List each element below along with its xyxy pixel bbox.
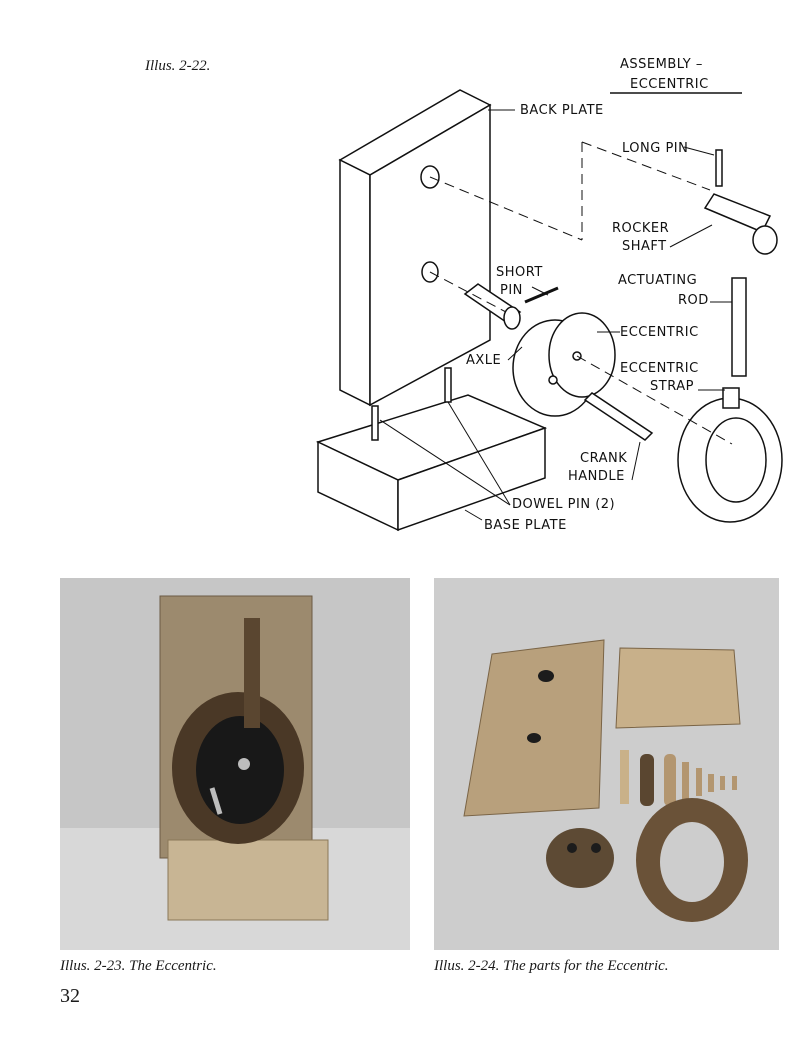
dowel-pin-2	[444, 367, 452, 403]
label-short-pin-2: PIN	[500, 283, 523, 298]
strap-boss	[722, 387, 740, 409]
drawing-title-line1: ASSEMBLY –	[620, 57, 703, 72]
label-base-plate: BASE PLATE	[484, 518, 567, 533]
illustration-label: Illus. 2-22.	[145, 58, 211, 74]
label-rocker-shaft-1: ROCKER	[612, 221, 669, 236]
eccentric-face	[548, 312, 616, 398]
label-axle: AXLE	[466, 353, 501, 368]
eccentric-hole-2	[548, 375, 558, 385]
label-actuating-rod-2: ROD	[678, 293, 709, 308]
back-plate-face	[369, 103, 491, 407]
axle-end	[503, 306, 521, 330]
caption-eccentric-parts: Illus. 2-24. The parts for the Eccentric…	[434, 958, 669, 974]
dowel-pin-1	[371, 405, 379, 441]
label-back-plate: BACK PLATE	[520, 103, 604, 118]
page-number: 32	[60, 985, 80, 1007]
short-pin	[524, 286, 559, 304]
back-plate-side	[339, 158, 371, 407]
parts-photo	[434, 578, 779, 950]
drawing-title-line2: ECCENTRIC	[630, 77, 709, 92]
rocker-shaft-body	[703, 193, 772, 233]
caption-eccentric: Illus. 2-23. The Eccentric.	[60, 958, 217, 974]
crank-handle	[583, 392, 654, 441]
label-eccentric-strap-2: STRAP	[650, 379, 694, 394]
drawing-labels: ASSEMBLY – ECCENTRIC BACK PLATE LONG PIN…	[466, 57, 709, 533]
eccentric-photo	[60, 578, 410, 950]
base-plate-side	[397, 426, 546, 532]
eccentric-strap-inner	[705, 417, 767, 503]
rocker-shaft-end	[752, 225, 778, 255]
label-long-pin: LONG PIN	[622, 141, 688, 156]
label-rocker-shaft-2: SHAFT	[622, 239, 667, 254]
label-eccentric: ECCENTRIC	[620, 325, 699, 340]
actuating-rod	[731, 277, 747, 377]
long-pin	[715, 149, 723, 187]
label-dowel-pin: DOWEL PIN (2)	[512, 497, 615, 512]
label-short-pin-1: SHORT	[496, 265, 543, 280]
assembly-drawing-svg: ASSEMBLY – ECCENTRIC BACK PLATE LONG PIN…	[315, 57, 783, 533]
label-crank-handle-1: CRANK	[580, 451, 627, 466]
label-eccentric-strap-1: ECCENTRIC	[620, 361, 699, 376]
label-crank-handle-2: HANDLE	[568, 469, 625, 484]
label-actuating-rod-1: ACTUATING	[618, 273, 697, 288]
assembly-drawing: ASSEMBLY – ECCENTRIC BACK PLATE LONG PIN…	[300, 50, 790, 550]
